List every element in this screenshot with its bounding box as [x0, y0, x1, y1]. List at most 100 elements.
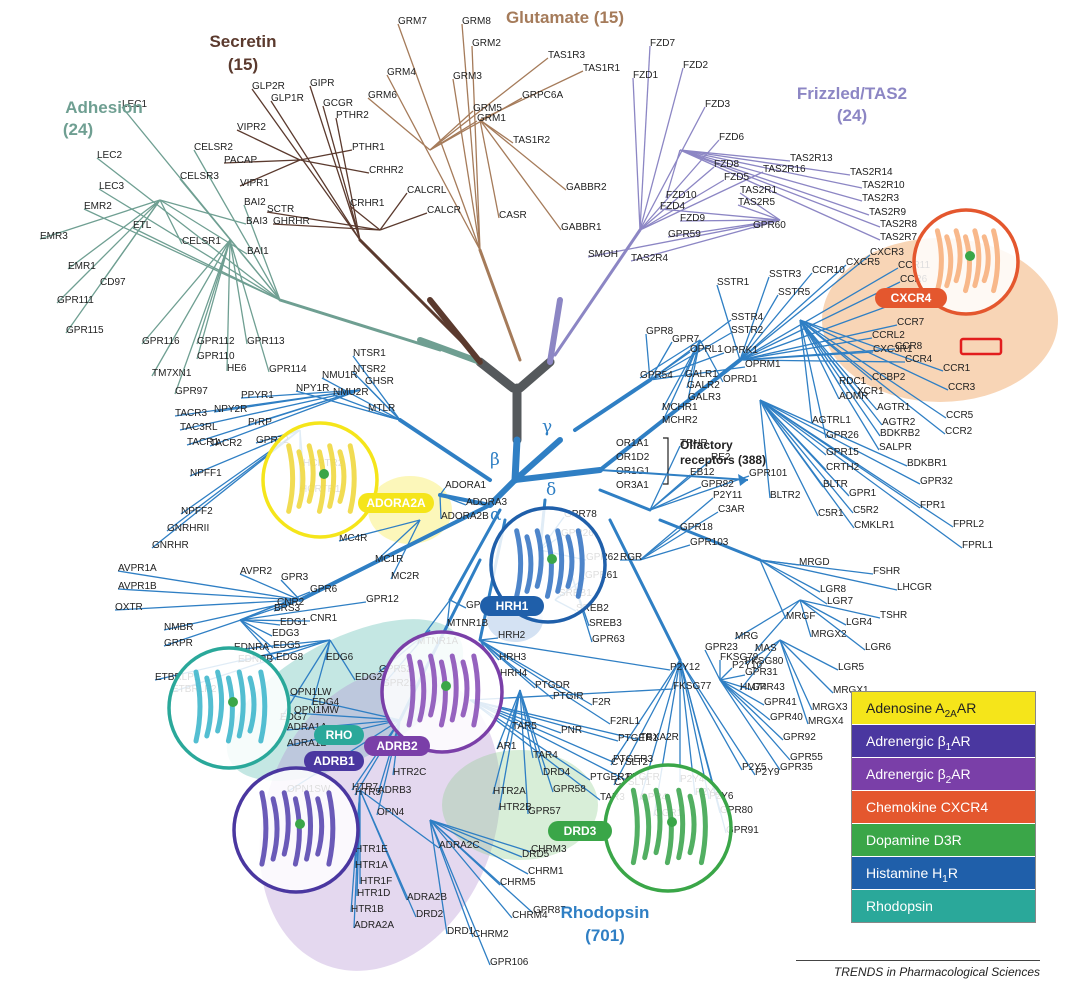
receptor-label: CCR3 — [948, 382, 976, 393]
receptor-label: GIPR — [310, 78, 334, 89]
branch-twig — [429, 819, 491, 966]
branch-twig — [649, 366, 746, 381]
branch-twig — [519, 689, 534, 759]
olfactory-member: OR1D2 — [616, 452, 650, 463]
receptor-label: AGTR2 — [882, 417, 916, 428]
receptor-label: GPR91 — [726, 825, 759, 836]
helix-2 — [653, 787, 663, 856]
branch-twig — [299, 159, 370, 174]
branch-twig — [159, 199, 247, 225]
branch-twig — [239, 619, 273, 637]
branch-twig — [799, 319, 881, 437]
receptor-label: NMBR — [164, 622, 193, 633]
receptor-label: PTHR1 — [352, 142, 385, 153]
branch-twig — [719, 679, 784, 741]
branch-twig — [429, 819, 448, 935]
branch-twig — [429, 819, 513, 919]
branch-twig — [429, 57, 549, 151]
receptor-label: HTR5 — [355, 787, 382, 798]
branch-twig — [196, 239, 231, 345]
receptor-label: NMU1R — [322, 370, 358, 381]
receptor-label: TAS1R1 — [583, 63, 620, 74]
olfactory-count: receptors (388) — [680, 453, 766, 467]
branch-twig — [739, 254, 871, 361]
branch-twig — [639, 171, 764, 231]
helix-2 — [428, 653, 438, 718]
branch-twig — [639, 497, 714, 561]
branch-twig — [329, 639, 356, 681]
tag-pill — [548, 821, 612, 841]
branch-twig — [737, 204, 781, 221]
branch-twig — [679, 149, 881, 228]
receptor-label: F2RL1 — [610, 716, 640, 727]
helix-1 — [642, 793, 652, 861]
branch-twig — [759, 559, 821, 593]
receptor-label: FZD9 — [680, 213, 705, 224]
branch-twig — [223, 159, 301, 164]
receptor-label: GRM1 — [477, 113, 506, 124]
receptor-label: GPR92 — [783, 732, 816, 743]
ligand-icon — [547, 554, 557, 564]
receptor-label: SSTR3 — [769, 269, 802, 280]
branch-twig — [519, 689, 544, 776]
receptor-label: GPR57 — [528, 806, 561, 817]
receptor-label: DRD5 — [522, 849, 550, 860]
branch-twig — [779, 639, 809, 725]
helix-6 — [575, 528, 585, 599]
receptor-label: SMOH — [588, 249, 618, 260]
receptor-label: ADRA1B — [287, 738, 327, 749]
structure-inset-cxcr4 — [912, 208, 1020, 316]
receptor-label: GPR41 — [764, 697, 797, 708]
branch-twig — [359, 789, 440, 849]
olfactory-bracket — [663, 437, 669, 485]
branch-twig — [649, 445, 681, 511]
branch-twig — [429, 819, 523, 858]
receptor-label: NPY2R — [214, 404, 247, 415]
branch-twig — [779, 639, 813, 711]
branch-twig — [759, 399, 854, 514]
helix-3 — [544, 534, 554, 599]
receptor-label: CHRM2 — [473, 929, 509, 940]
receptor-label: GPR43 — [752, 682, 785, 693]
branch-twig — [687, 339, 701, 401]
branch-twig — [65, 199, 161, 334]
receptor-label: BDKBR1 — [907, 458, 947, 469]
branch-twig — [639, 339, 701, 379]
receptor-label: MRGX1 — [833, 685, 869, 696]
receptor-label: RGR — [620, 552, 642, 563]
receptor-tag-rho: RHO — [314, 725, 364, 745]
receptor-label: TAS1R2 — [513, 135, 550, 146]
receptor-label: TAS2R8 — [880, 219, 917, 230]
olfactory-arrow — [599, 469, 749, 481]
branch-twig — [759, 399, 963, 549]
branch-twig — [639, 67, 684, 231]
olfactory-member: OR3A1 — [616, 480, 649, 491]
receptor-label: XCR1 — [857, 386, 884, 397]
branch-twig — [739, 294, 779, 361]
receptor-label: GNRHR — [152, 540, 189, 551]
branch-twig — [479, 639, 554, 700]
receptor-label: TAR4 — [533, 750, 558, 761]
receptor-label: EDG1 — [280, 617, 308, 628]
receptor-label: MTLR — [368, 403, 395, 414]
branch-twig — [799, 599, 847, 626]
helix-3 — [664, 793, 674, 866]
branch-twig — [799, 319, 840, 400]
receptor-label: GPR15 — [826, 447, 859, 458]
branch-twig — [649, 351, 691, 381]
branch-twig — [759, 559, 874, 575]
branch-twig — [492, 689, 521, 795]
branch-twig — [469, 688, 674, 701]
branch-twig — [639, 106, 706, 231]
legend-row: Adenosine A2AAR — [852, 692, 1035, 725]
branch-stem — [478, 248, 522, 362]
receptor-label: NPFF2 — [181, 506, 213, 517]
receptor-label: CCRL2 — [872, 330, 905, 341]
receptor-label: CCR7 — [897, 317, 925, 328]
receptor-label: CCR8 — [895, 341, 923, 352]
receptor-label: FKSG77 — [673, 681, 712, 692]
receptor-label: MRGD — [799, 557, 830, 568]
receptor-label: LEC1 — [122, 99, 147, 110]
